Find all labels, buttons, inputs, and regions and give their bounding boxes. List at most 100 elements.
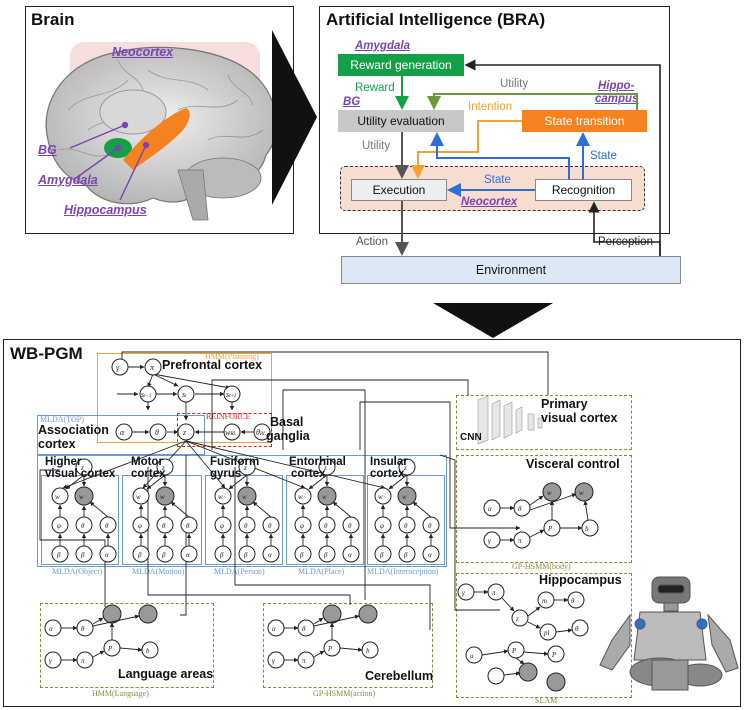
- svg-text:β: β: [56, 551, 61, 559]
- mlda-observed-node: [237, 486, 257, 506]
- svg-text:θ: θ: [518, 505, 522, 513]
- svg-text:st+1: st+1: [226, 390, 236, 399]
- recognition-box: Recognition: [535, 179, 632, 201]
- slam-edges: [474, 589, 573, 676]
- svg-text:P: P: [107, 645, 113, 653]
- svg-text:α: α: [268, 551, 272, 559]
- svg-text:w: w: [242, 493, 247, 501]
- hippocampus-shape: [123, 108, 190, 170]
- node-theta: [149, 423, 167, 441]
- svg-text:w: w: [322, 493, 327, 501]
- label-reinforce: REINFORCE: [206, 412, 251, 421]
- svg-text:b: b: [366, 647, 370, 655]
- svg-text:w: w: [160, 493, 165, 501]
- mlda-w-node: [374, 487, 392, 505]
- gp-hsmm-action-box: [263, 603, 433, 688]
- region-higher-visual-1: Higher: [45, 456, 82, 468]
- brain-panel-title: Brain: [31, 10, 75, 29]
- svg-text:w: w: [55, 493, 60, 501]
- region-primary-visual-2: visual cortex: [541, 411, 618, 425]
- region-entorhinal-2: cortex: [291, 468, 326, 480]
- svg-text:w: w: [79, 493, 84, 501]
- brain-label-hippocampus: Hippocampus: [64, 203, 147, 217]
- mlda-w-node: [132, 487, 150, 505]
- node-theta-rl: [253, 423, 271, 441]
- svg-text:w: w: [402, 493, 407, 501]
- svg-text:α: α: [428, 551, 432, 559]
- svg-text:φ: φ: [57, 522, 61, 530]
- svg-text:b: b: [146, 647, 150, 655]
- region-association-1: Association: [38, 423, 109, 437]
- svg-text:β: β: [379, 551, 384, 559]
- svg-text:β: β: [80, 551, 85, 559]
- svg-text:γ: γ: [462, 589, 465, 597]
- planning-nodes: [111, 358, 271, 441]
- label-mlda-person: MLDA(Person): [214, 567, 265, 576]
- svg-text:θ: θ: [404, 522, 408, 530]
- label-mlda-interoception: MLDA(Interoception): [367, 567, 439, 576]
- ai-panel-title: Artificial Intelligence (BRA): [326, 10, 546, 29]
- svg-text:w: w: [136, 493, 141, 501]
- svg-text:α: α: [488, 505, 492, 513]
- svg-text:α: α: [186, 551, 190, 559]
- label-gp-hsmm-action: GP-HSMM(action): [313, 689, 376, 698]
- svg-text:θ: θ: [324, 522, 328, 530]
- svg-text:θ: θ: [162, 522, 166, 530]
- arrow-label-state-mid: State: [484, 174, 511, 186]
- svg-text:α: α: [49, 625, 53, 633]
- svg-text:z: z: [323, 464, 327, 472]
- bg-shape: [99, 89, 167, 135]
- arrow-label-state-right: State: [590, 150, 617, 162]
- svg-text:b: b: [585, 525, 589, 533]
- node-s-t: [177, 385, 195, 403]
- svg-text:w: w: [579, 489, 584, 497]
- svg-text:w: w: [547, 489, 552, 497]
- label-mlda-object: MLDA(Object): [52, 567, 103, 576]
- svg-text:φ: φ: [300, 522, 304, 530]
- svg-text:θRL: θRL: [256, 428, 266, 437]
- robot-illustration: [599, 576, 739, 691]
- reward-generation-box: Reward generation: [338, 54, 464, 76]
- svg-text:π: π: [492, 589, 496, 597]
- region-fusiform-1: Fusiform: [210, 456, 260, 468]
- node-gamma: [111, 358, 129, 376]
- svg-text:θ: θ: [428, 522, 432, 530]
- mlda-observed-node: [155, 486, 175, 506]
- label-hmm-planning: HMM(Planning): [205, 352, 259, 361]
- slam-box: [456, 573, 632, 698]
- ai-arrows: [395, 59, 661, 256]
- brain-label-amygdala: Amygdala: [38, 173, 98, 187]
- language-edges: [61, 614, 143, 663]
- svg-text:θ: θ: [268, 522, 272, 530]
- wbpgm-panel-title: WB-PGM: [10, 344, 83, 363]
- region-basal-1: Basal: [270, 415, 304, 429]
- cnn-layers: [477, 395, 543, 445]
- svg-text:w: w: [298, 493, 303, 501]
- language-nodes: [44, 604, 159, 669]
- svg-text:θ: θ: [186, 522, 190, 530]
- node-s-prev: [139, 385, 157, 403]
- arrow-label-action: Action: [356, 236, 388, 248]
- svg-text:z: z: [515, 615, 519, 623]
- svg-text:φ: φ: [138, 522, 142, 530]
- label-mlda-top: MLDA(TOP): [40, 415, 84, 424]
- arrow-label-perception: Perception: [598, 236, 653, 248]
- arrow-label-utility-top: Utility: [500, 78, 529, 90]
- svg-text:z: z: [80, 464, 84, 472]
- svg-text:pl: pl: [543, 629, 550, 637]
- svg-text:β: β: [243, 551, 248, 559]
- svg-text:β: β: [403, 551, 408, 559]
- svg-text:st−1: st−1: [141, 390, 151, 399]
- visceral-nodes: [483, 482, 599, 549]
- svg-text:β: β: [137, 551, 142, 559]
- ai-label-bg: BG: [343, 96, 361, 108]
- region-prefrontal: Prefrontal cortex: [162, 358, 263, 372]
- region-basal-2: ganglia: [266, 429, 310, 443]
- brain-label-neocortex: Neocortex: [112, 45, 174, 59]
- svg-text:u: u: [470, 652, 474, 660]
- state-transition-box: State transition: [522, 110, 647, 132]
- mlda-w-node: [51, 487, 69, 505]
- svg-text:α: α: [105, 551, 109, 559]
- svg-text:γ: γ: [49, 657, 52, 665]
